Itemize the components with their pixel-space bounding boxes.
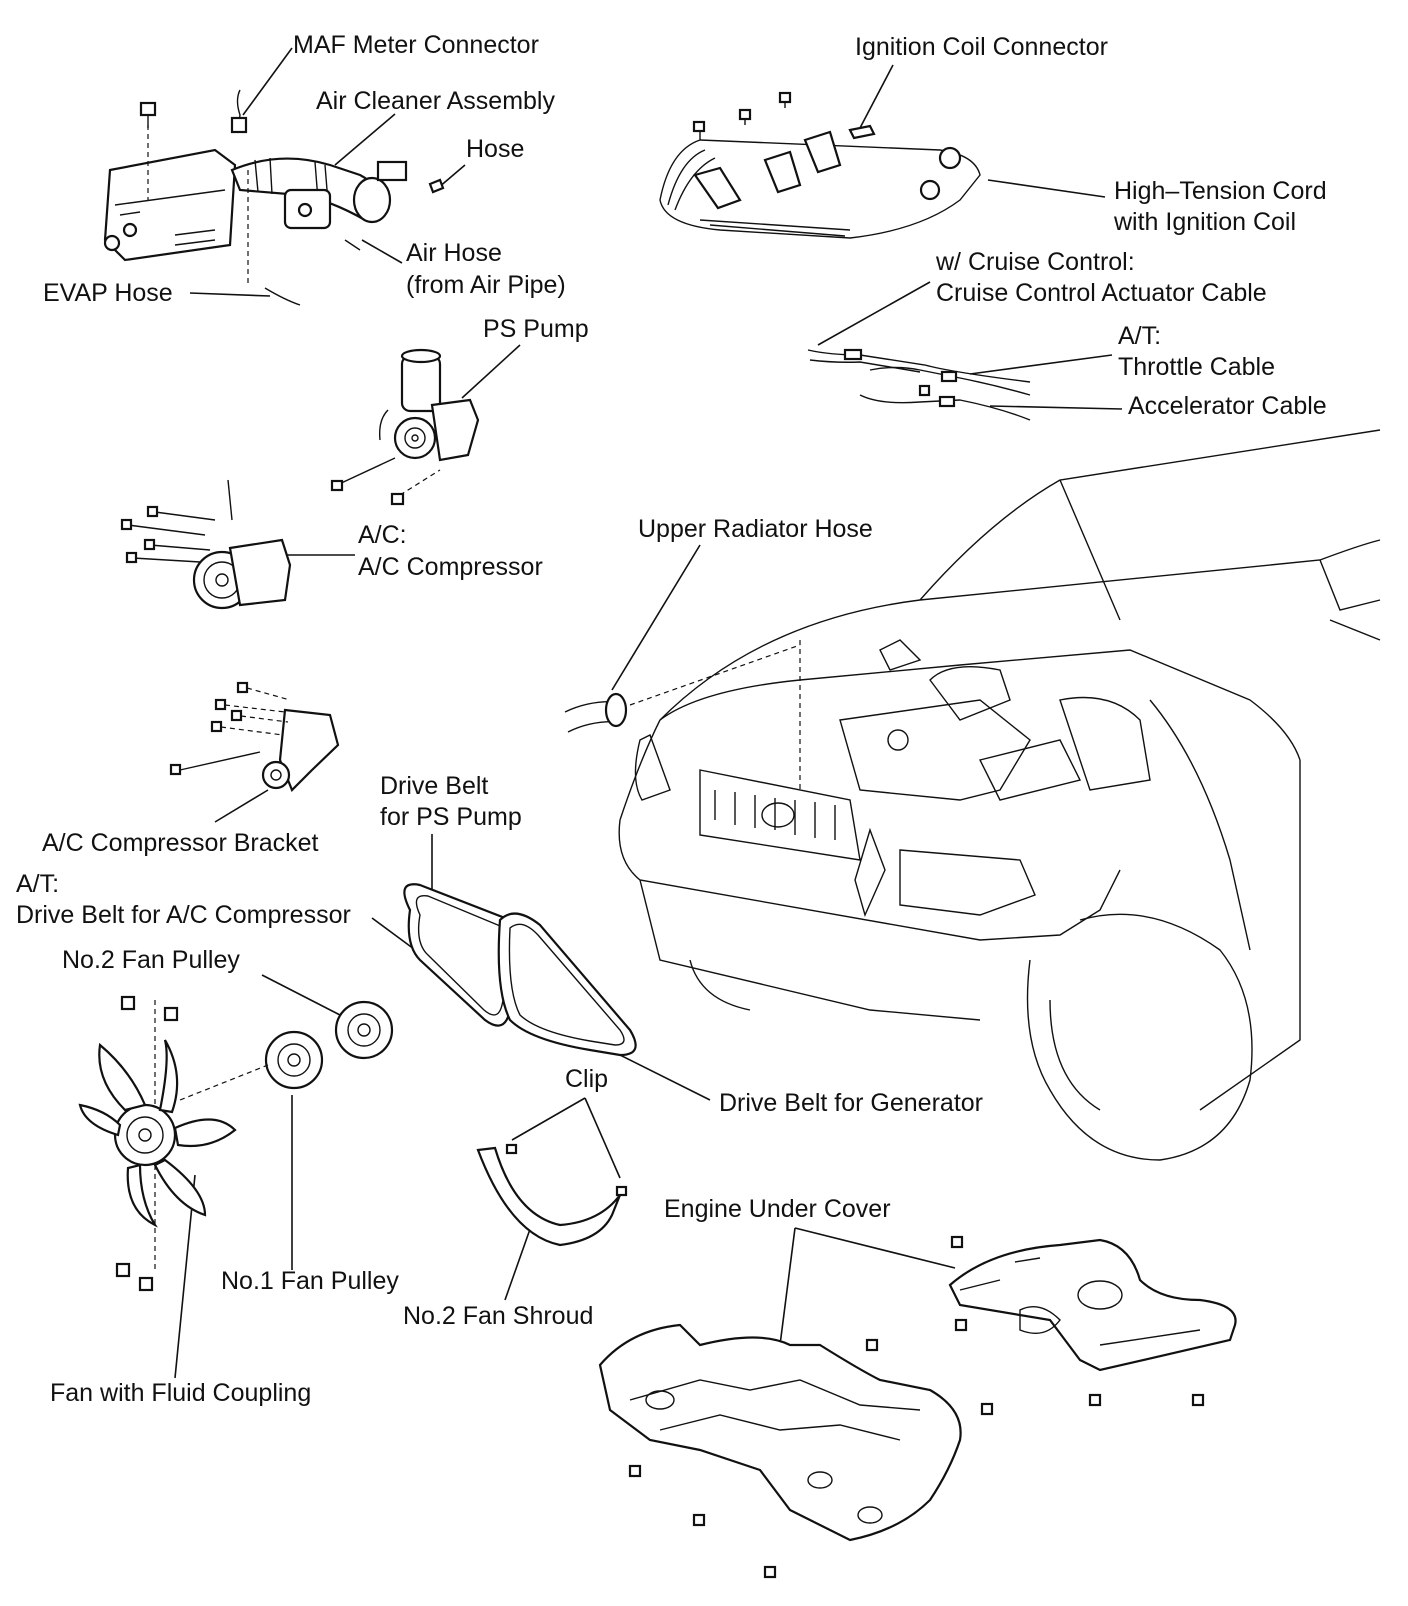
fan-pulleys-drawing xyxy=(78,995,394,1292)
label-air-hose-line1: Air Hose xyxy=(406,239,502,267)
leader-lines xyxy=(174,47,1123,1379)
label-maf-meter-connector: MAF Meter Connector xyxy=(293,31,539,59)
label-no2-fan-pulley: No.2 Fan Pulley xyxy=(62,946,240,974)
label-hose: Hose xyxy=(466,135,524,163)
label-ignition-coil-connector: Ignition Coil Connector xyxy=(855,33,1108,61)
label-clip: Clip xyxy=(565,1065,608,1093)
cables-drawing xyxy=(807,348,1031,421)
ac-compressor-drawing xyxy=(120,479,292,610)
label-evap-hose: EVAP Hose xyxy=(43,279,173,307)
label-high-tension-line1: High–Tension Cord xyxy=(1114,177,1327,205)
drive-belts-drawing xyxy=(403,883,637,1057)
label-air-cleaner-assembly: Air Cleaner Assembly xyxy=(316,87,555,115)
fan-shroud-drawing xyxy=(476,1143,628,1247)
vehicle-outline-drawing xyxy=(618,429,1381,1161)
label-air-hose-line2: (from Air Pipe) xyxy=(406,271,566,299)
label-accelerator-cable: Accelerator Cable xyxy=(1128,392,1327,420)
ps-pump-drawing xyxy=(330,348,480,506)
label-drive-belt-generator: Drive Belt for Generator xyxy=(719,1089,983,1117)
upper-radiator-hose-drawing xyxy=(564,644,801,733)
label-drive-belt-ps-line2: for PS Pump xyxy=(380,803,522,831)
label-no1-fan-pulley: No.1 Fan Pulley xyxy=(221,1267,399,1295)
label-fan-fluid-coupling: Fan with Fluid Coupling xyxy=(50,1379,311,1407)
label-high-tension-line2: with Ignition Coil xyxy=(1113,208,1296,236)
label-throttle-line2: Throttle Cable xyxy=(1118,353,1275,381)
label-cruise-line1: w/ Cruise Control: xyxy=(935,248,1135,276)
engine-under-covers-drawing xyxy=(598,1235,1237,1579)
label-ac-compressor-line1: A/C: xyxy=(358,521,407,549)
label-drive-belt-ps-line1: Drive Belt xyxy=(380,772,488,800)
label-ac-compressor-bracket: A/C Compressor Bracket xyxy=(42,829,319,857)
label-cruise-line2: Cruise Control Actuator Cable xyxy=(936,279,1267,307)
label-throttle-line1: A/T: xyxy=(1118,322,1161,350)
label-no2-fan-shroud: No.2 Fan Shroud xyxy=(403,1302,593,1330)
ac-compressor-bracket-drawing xyxy=(169,681,340,792)
label-engine-under-cover: Engine Under Cover xyxy=(664,1195,891,1223)
label-drive-belt-ac-line2: Drive Belt for A/C Compressor xyxy=(16,901,351,929)
ignition-cords-drawing xyxy=(659,91,981,239)
air-cleaner-assembly-drawing xyxy=(103,89,445,306)
label-drive-belt-ac-line1: A/T: xyxy=(16,870,59,898)
label-upper-radiator-hose: Upper Radiator Hose xyxy=(638,515,873,543)
label-ps-pump: PS Pump xyxy=(483,315,589,343)
label-ac-compressor-line2: A/C Compressor xyxy=(358,553,543,581)
